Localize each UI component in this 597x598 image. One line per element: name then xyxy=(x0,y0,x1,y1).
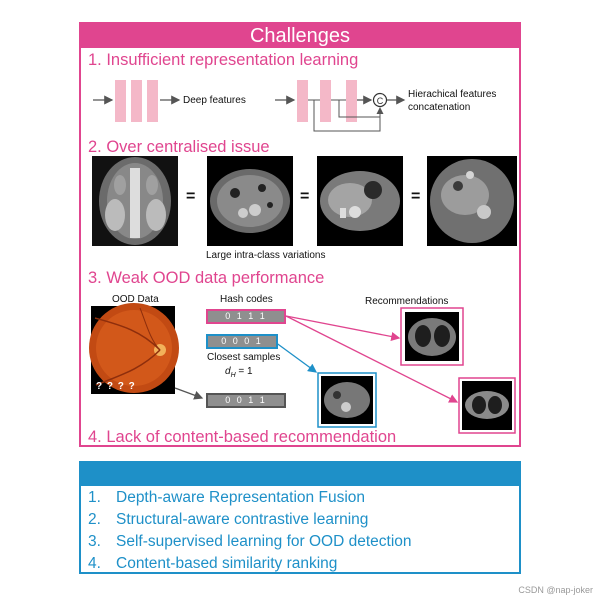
solutions-header xyxy=(81,463,519,486)
section-title-1: 1. Insufficient representation learning xyxy=(88,51,359,69)
equals-sign: = xyxy=(411,188,421,205)
layer-block xyxy=(320,80,331,122)
recommendations-label: Recommendations xyxy=(365,296,449,307)
section-title-4: 4. Lack of content-based recommendation xyxy=(88,428,397,446)
solutions-panel: 1.Depth-aware Representation Fusion 2.St… xyxy=(79,461,521,574)
challenges-header: Challenges xyxy=(81,24,519,48)
rec-arrow-1 xyxy=(285,315,401,341)
closest-arrow xyxy=(274,341,318,373)
recommendation-ct-1 xyxy=(400,307,464,366)
ood-fundus-image xyxy=(89,303,179,394)
ood-data-label: OOD Data xyxy=(112,294,159,305)
hamming-distance-label: dH = 1 xyxy=(225,366,253,379)
watermark: CSDN @nap-joker xyxy=(518,585,593,595)
svg-text:C: C xyxy=(377,96,384,106)
ct-image-4 xyxy=(427,156,517,246)
solutions-list: 1.Depth-aware Representation Fusion 2.St… xyxy=(88,487,412,575)
solution-item: 2.Structural-aware contrastive learning xyxy=(88,511,369,528)
ct-image-2 xyxy=(207,156,293,246)
ood-arrow xyxy=(174,387,204,400)
section-title-2: 2. Over centralised issue xyxy=(88,138,270,156)
hash-code-query: 0 1 1 1 xyxy=(206,309,286,324)
closest-sample-ct xyxy=(317,372,377,428)
concat-icon xyxy=(372,92,388,108)
intra-class-caption: Large intra-class variations xyxy=(206,250,326,261)
solution-item: 1.Depth-aware Representation Fusion xyxy=(88,489,365,506)
rec-arrow-2 xyxy=(285,315,459,403)
equals-sign: = xyxy=(300,188,310,205)
closest-samples-label: Closest samples xyxy=(207,352,281,363)
layer-block xyxy=(115,80,126,122)
ood-question-marks: ? ? ? ? xyxy=(96,381,136,392)
solution-item: 3.Self-supervised learning for OOD detec… xyxy=(88,533,412,550)
layer-block xyxy=(346,80,357,122)
solution-item: 4.Content-based similarity ranking xyxy=(88,555,338,572)
ct-image-3 xyxy=(317,156,403,246)
ct-image-1 xyxy=(92,156,178,246)
hash-codes-label: Hash codes xyxy=(220,294,273,305)
layer-block xyxy=(297,80,308,122)
section-title-3: 3. Weak OOD data performance xyxy=(88,269,325,287)
hash-code-closest: 0 0 0 1 xyxy=(206,334,278,349)
hier-features-label-line1: Hierachical features xyxy=(408,89,497,100)
deep-features-label: Deep features xyxy=(183,95,246,106)
recommendation-ct-2 xyxy=(458,377,516,434)
layer-block xyxy=(131,80,142,122)
skip-connection xyxy=(313,100,384,132)
equals-sign: = xyxy=(186,188,196,205)
layer-block xyxy=(147,80,158,122)
hier-features-label-line2: concatenation xyxy=(408,102,471,113)
hash-code-ood: 0 0 1 1 xyxy=(206,393,286,408)
